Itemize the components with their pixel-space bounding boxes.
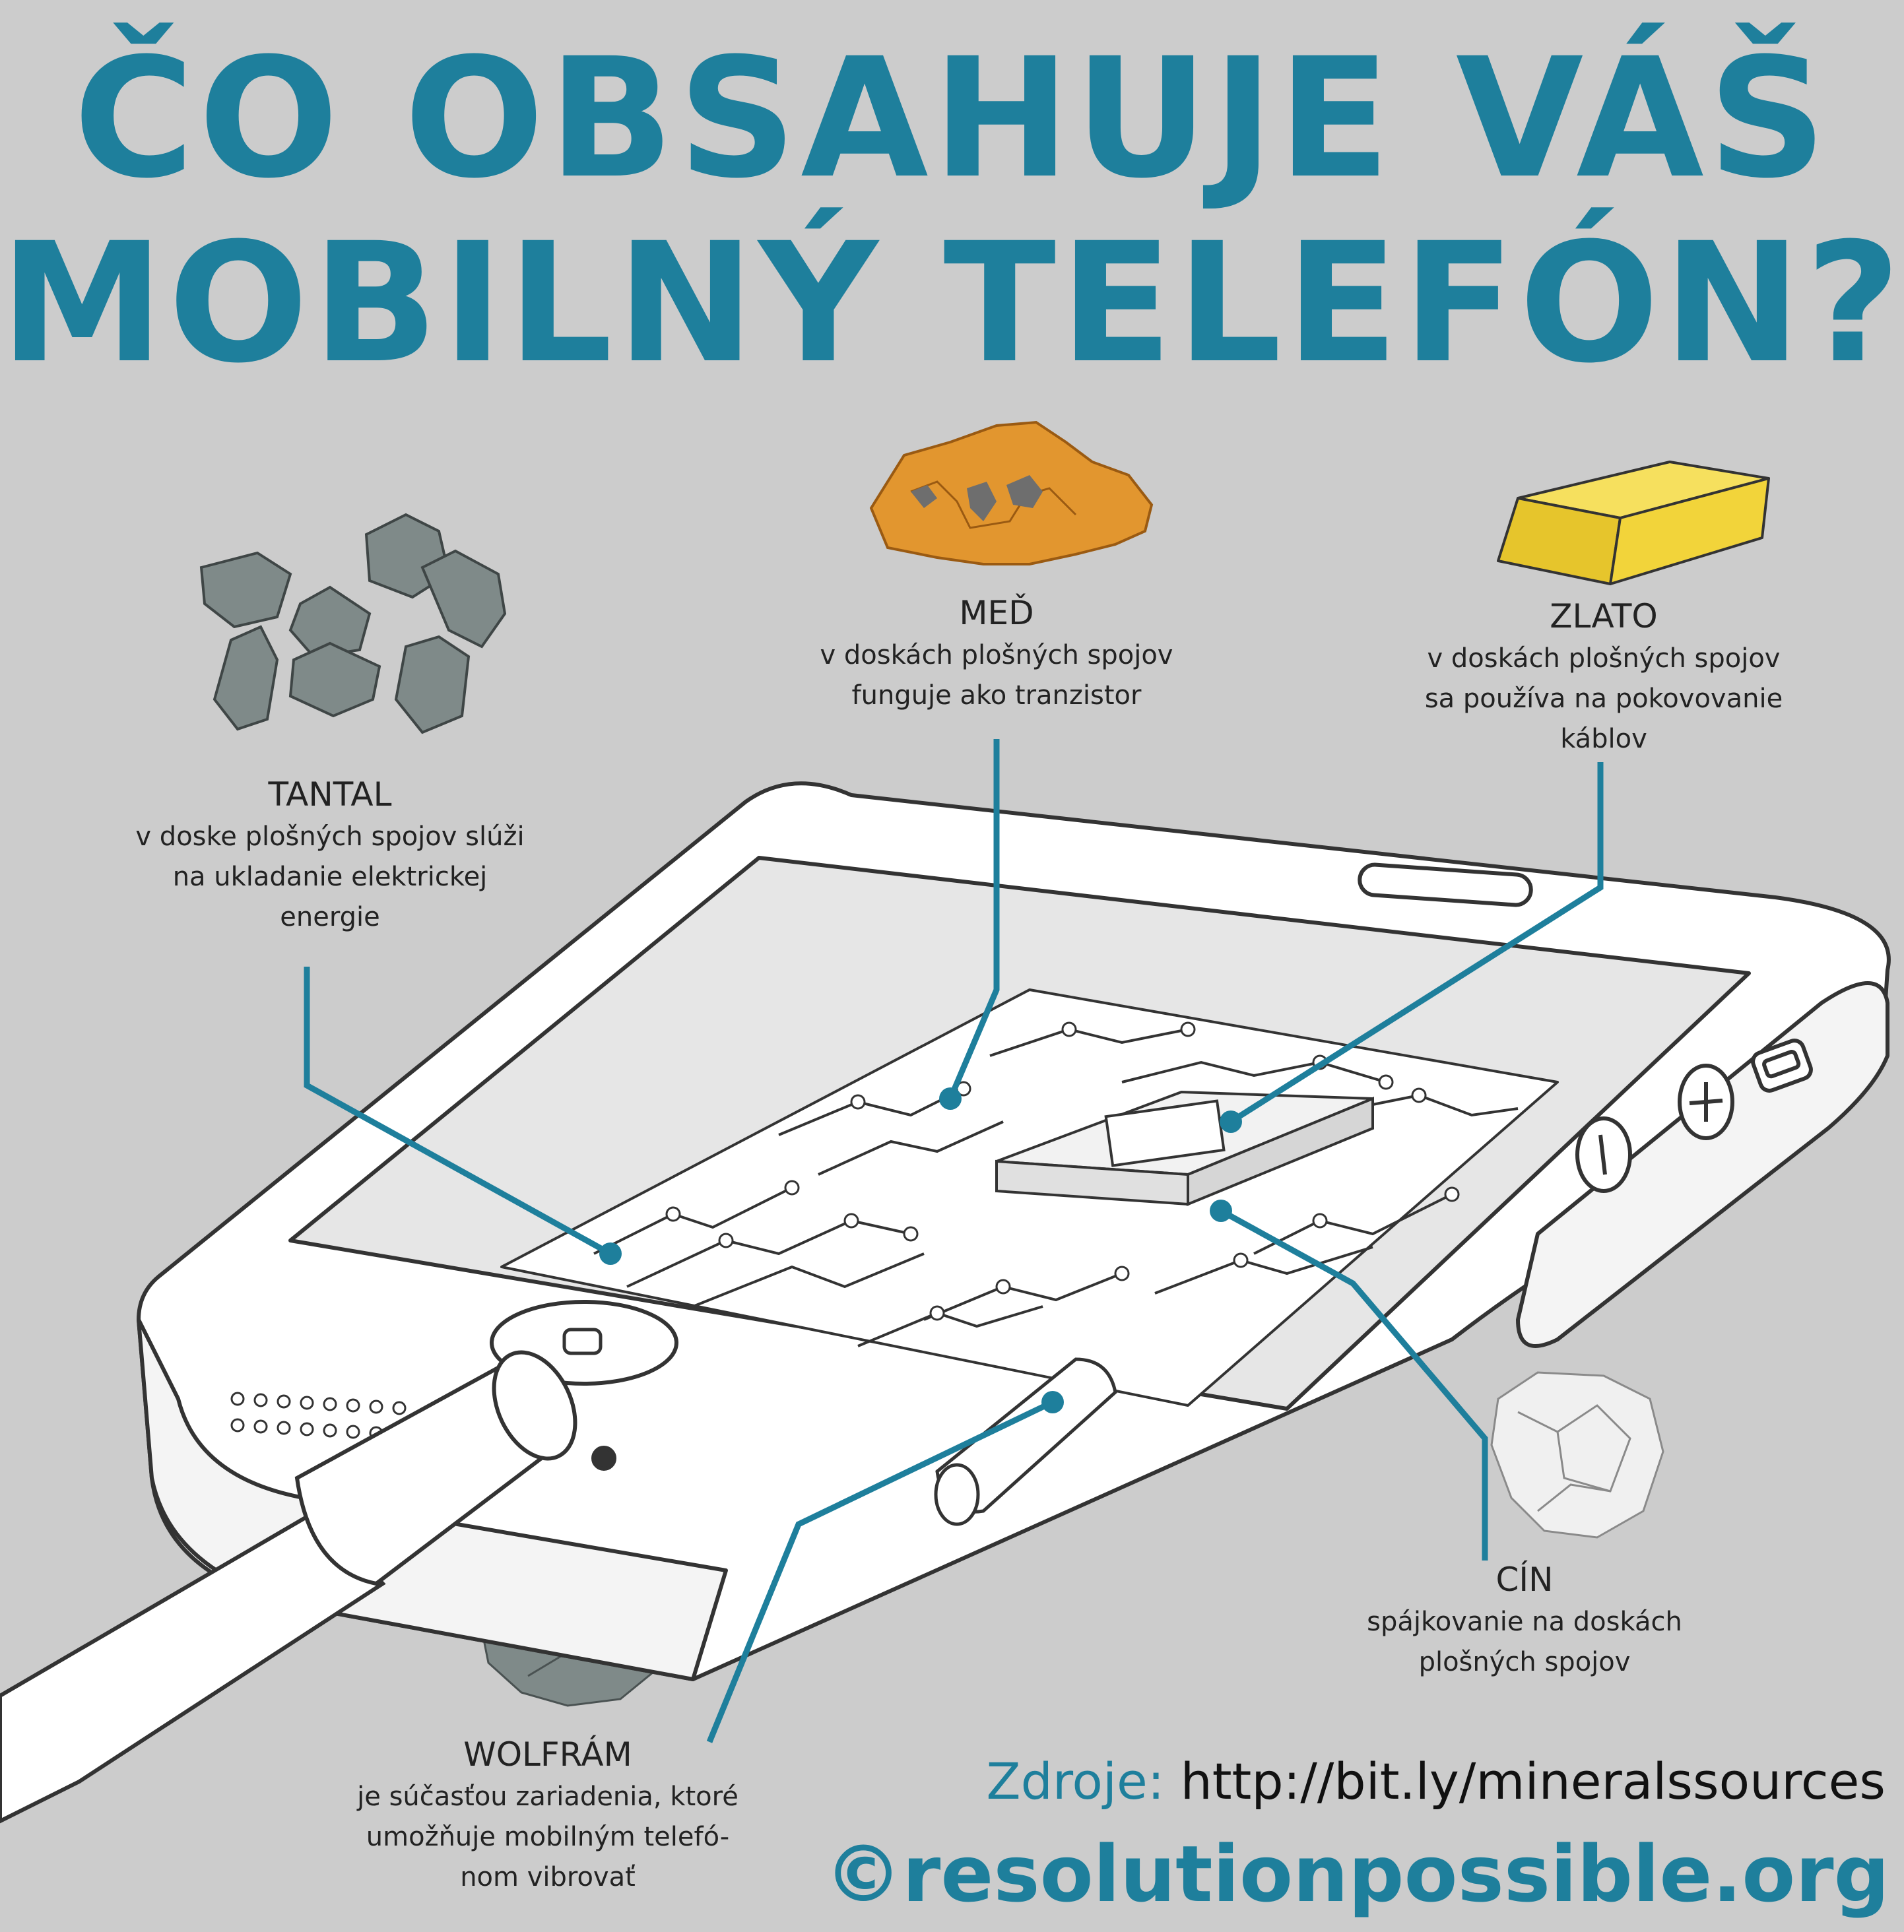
phone-body [137, 781, 1891, 1681]
wolfram-pointer-line [706, 1399, 1054, 1743]
cin-label: CÍN spájkovanie na doskách plošných spoj… [1346, 1557, 1703, 1683]
med-pointer-line [947, 739, 1000, 1100]
med-name: MEĎ [959, 594, 1034, 632]
zlato-label: ZLATO v doskách plošných spojov sa použí… [1373, 594, 1835, 759]
tantal-name: TANTAL [268, 775, 392, 814]
circuit-traces [593, 1027, 1519, 1347]
zlato-pointer-line [1229, 762, 1604, 1124]
sources-line: Zdroje: http://bit.ly/mineralssources [987, 1752, 1886, 1811]
title-line-2: MOBILNÝ TELEFÓN? [0, 207, 1904, 399]
zlato-description: v doskách plošných spojov sa používa na … [1424, 643, 1783, 754]
wolfram-description: je súčasťou zariadenia, ktoré umožňuje m… [357, 1782, 739, 1892]
cin-name: CÍN [1495, 1561, 1554, 1599]
tantal-label: TANTAL v doske plošných spojov slúži na … [99, 772, 561, 938]
sources-label: Zdroje: [986, 1752, 1181, 1811]
infographic-title: ČO OBSAHUJE VÁŠ MOBILNÝ TELEFÓN? [0, 26, 1904, 396]
pointer-lines [304, 739, 1604, 1743]
vibration-motor [934, 1357, 1117, 1526]
pointer-dots [599, 1087, 1242, 1413]
med-description: v doskách plošných spojov funguje ako tr… [820, 640, 1173, 711]
med-label: MEĎ v doskách plošných spojov funguje ak… [772, 591, 1221, 716]
cin-pointer-line [1219, 1208, 1488, 1561]
tantalum-rocks-icon [199, 513, 507, 734]
sources-link[interactable]: http://bit.ly/mineralssources [1180, 1752, 1886, 1811]
charging-cable [0, 1350, 577, 1824]
wolfram-label: WOLFRÁM je súčasťou zariadenia, ktoré um… [343, 1732, 752, 1898]
tin-ore-icon [1490, 1371, 1664, 1539]
processor-chip [995, 1090, 1374, 1206]
title-line-1: ČO OBSAHUJE VÁŠ [73, 22, 1831, 214]
copper-ore-icon [869, 420, 1154, 565]
wolfram-name: WOLFRÁM [463, 1735, 632, 1774]
tantal-description: v doske plošných spojov slúži na ukladan… [135, 821, 525, 932]
gold-bar-icon [1497, 461, 1770, 585]
tantal-pointer-line [304, 967, 612, 1256]
zlato-name: ZLATO [1550, 597, 1658, 635]
copyright-footer: ©resolutionpossible.org [824, 1828, 1889, 1919]
cin-description: spájkovanie na doskách plošných spojov [1367, 1607, 1682, 1677]
